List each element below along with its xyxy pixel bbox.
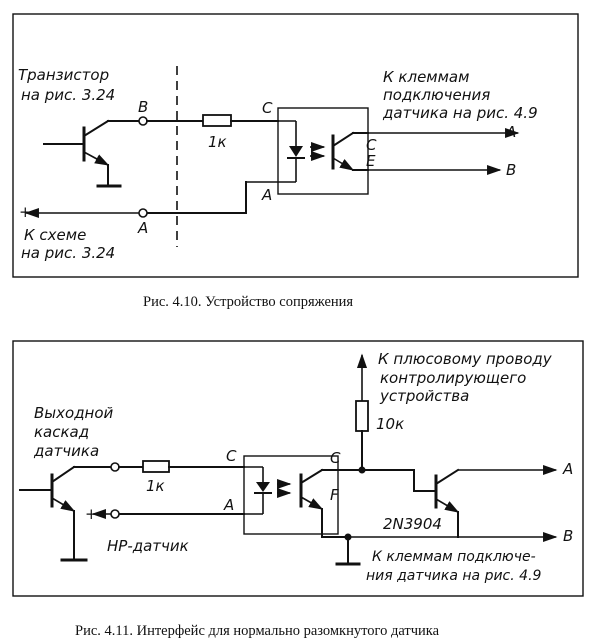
- fig411-plus-wire-3: устройства: [379, 387, 469, 405]
- figure-4-11: К плюсовому проводу контролирующего устр…: [12, 340, 584, 639]
- fig411-sensor-transistor: [19, 465, 112, 562]
- fig411-opto-c-in: C: [226, 447, 237, 465]
- fig410-terminal-b: [138, 116, 148, 126]
- fig410-opto-c-out: C: [366, 136, 377, 154]
- fig410-led-icon: [278, 120, 305, 183]
- fig411-out-a-label: A: [562, 460, 573, 478]
- fig410-to-terminals-3: датчика на рис. 4.9: [382, 104, 538, 122]
- fig411-to-terminals-1: К клеммам подключе-: [372, 549, 536, 565]
- fig411-phototransistor-icon: [299, 468, 363, 538]
- fig410-to-scheme-2: на рис. 3.24: [21, 244, 115, 262]
- fig411-to-terminals-2: ния датчика на рис. 4.9: [366, 568, 542, 584]
- fig411-frame: [12, 340, 584, 597]
- fig411-plus-label: +: [85, 505, 98, 523]
- fig411-terminal-top: [110, 462, 120, 472]
- fig411-output-stage-1: Выходной: [34, 404, 114, 422]
- fig410-transistor-label-2: на рис. 3.24: [21, 86, 115, 104]
- fig410-optocoupler: [277, 107, 369, 195]
- fig411-plus-wire-1: К плюсовому проводу: [378, 350, 553, 368]
- fig411-output-stage-2: каскад: [34, 423, 89, 441]
- fig411-transistor-name: 2N3904: [383, 515, 442, 533]
- fig410-caption: Рис. 4.10. Устройство сопряжения: [143, 294, 353, 310]
- fig411-opto-f-out: F: [330, 486, 339, 504]
- fig411-resistor-1k-label: 1к: [146, 477, 165, 495]
- fig410-terminal-a-label: A: [137, 219, 148, 237]
- fig411-out-b-label: B: [563, 527, 573, 545]
- fig411-plus-wire-2: контролирующего: [380, 369, 526, 387]
- fig411-opto-c-out: C: [330, 449, 341, 467]
- fig410-resistor-label: 1к: [208, 133, 227, 151]
- fig410-to-terminals-1: К клеммам: [383, 68, 469, 86]
- fig411-resistor-10k: [355, 400, 369, 432]
- fig410-frame: [12, 13, 579, 278]
- fig410-opto-e-out: E: [366, 152, 376, 170]
- fig410-terminal-a: [138, 208, 148, 218]
- fig410-resistor: [202, 114, 232, 127]
- fig410-opto-a-in: A: [261, 186, 272, 204]
- fig410-opto-c-in: C: [262, 99, 273, 117]
- fig410-to-scheme-1: К схеме: [24, 226, 86, 244]
- fig411-hp-sensor-label: НР-датчик: [107, 537, 189, 555]
- fig410-terminal-b-label: B: [138, 98, 148, 116]
- fig410-transistor-label-1: Транзистор: [18, 66, 109, 84]
- fig411-caption: Рис. 4.11. Интерфейс для нормально разом…: [75, 623, 440, 639]
- fig411-led-icon: [244, 466, 272, 515]
- fig411-terminal-bottom: [110, 509, 120, 519]
- fig410-light-arrows-icon: [310, 141, 326, 162]
- fig411-2n3904-transistor: [361, 468, 460, 538]
- fig411-optocoupler: [243, 455, 339, 535]
- fig410-out-b-label: B: [506, 161, 516, 179]
- fig410-plus-label: +: [19, 203, 32, 221]
- fig410-to-terminals-2: подключения: [383, 86, 490, 104]
- fig410-out-a-label: A: [505, 123, 516, 141]
- fig410-input-transistor: [43, 119, 140, 188]
- fig411-resistor-10k-label: 10к: [376, 415, 404, 433]
- fig411-opto-a-in: A: [223, 496, 234, 514]
- figure-4-10: Транзистор на рис. 3.24 B 1к C A C E К к…: [12, 13, 579, 310]
- fig411-light-arrows-icon: [277, 478, 292, 499]
- fig411-resistor-1k: [142, 460, 170, 473]
- fig411-output-stage-3: датчика: [33, 442, 99, 460]
- fig410-phototransistor-icon: [331, 131, 369, 171]
